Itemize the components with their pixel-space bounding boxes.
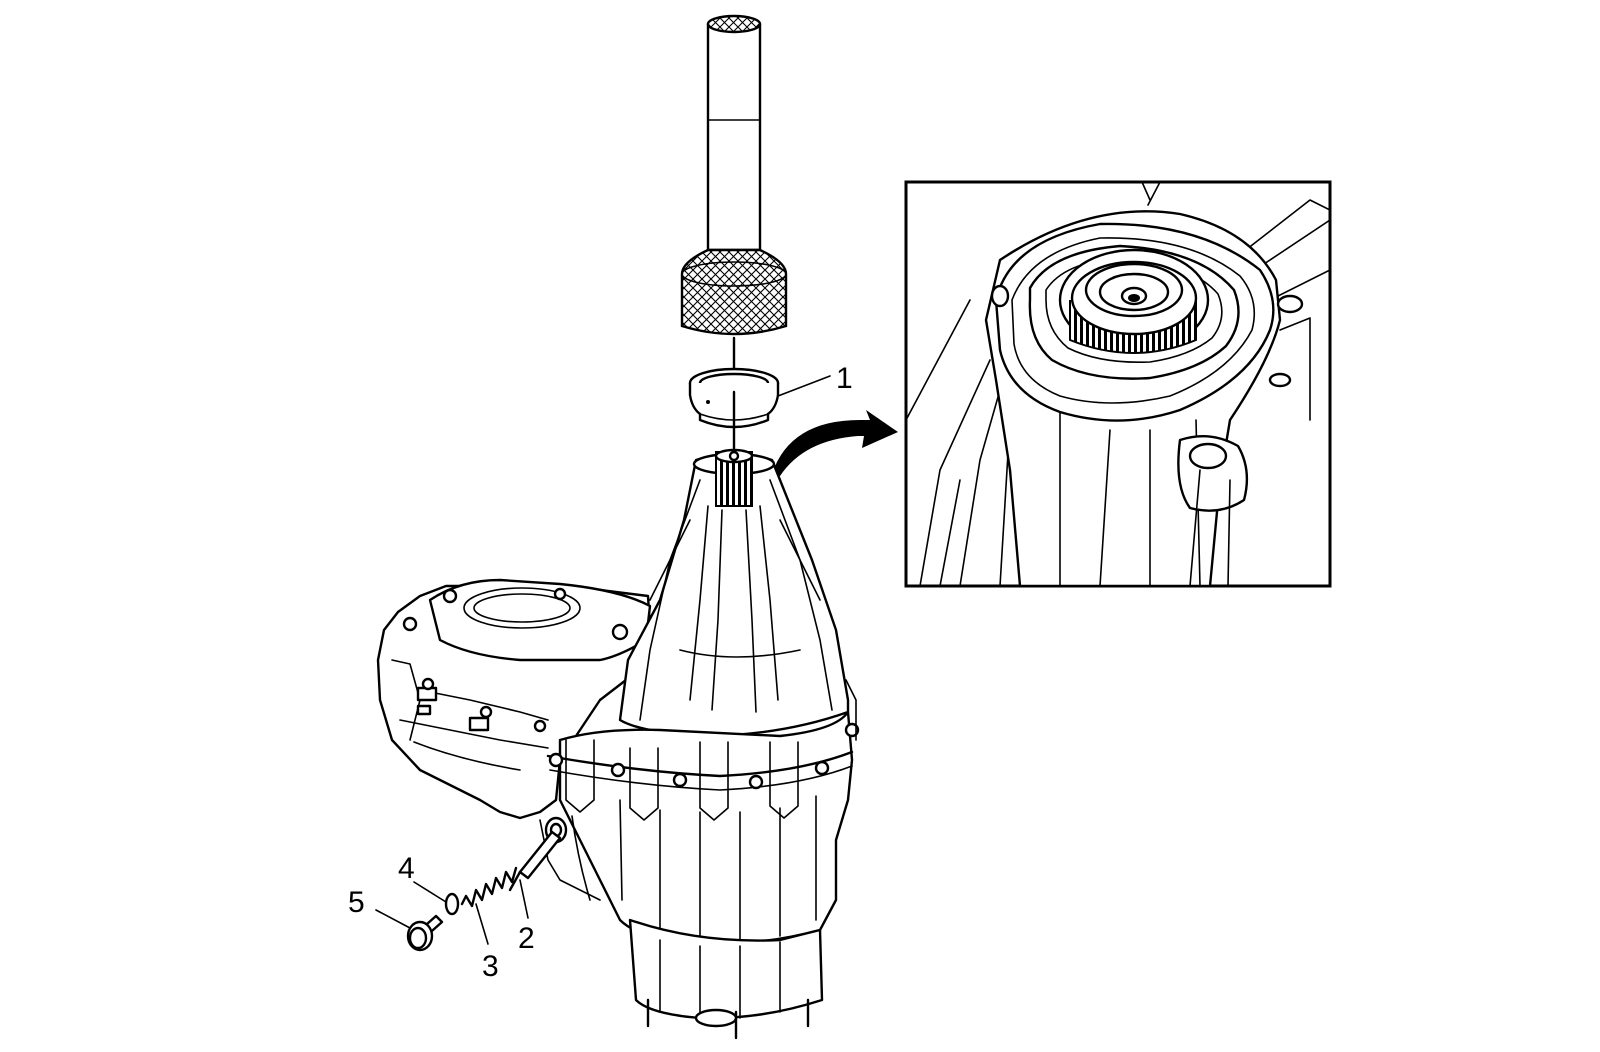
seal-installed-detail-icon <box>904 180 1332 588</box>
detent-plug-icon <box>406 914 444 952</box>
transfer-case-assembly-icon <box>376 448 860 1040</box>
callout-2-label: 2 <box>518 922 535 955</box>
callout-3-leader <box>475 903 489 945</box>
callout-1-leader <box>777 375 831 397</box>
detent-plunger-icon <box>508 830 562 892</box>
callout-5-leader <box>375 909 411 929</box>
detent-spring-icon <box>460 866 518 908</box>
output-shaft-seal-icon <box>688 367 780 458</box>
curved-arrow-icon <box>772 410 898 476</box>
callout-5-label: 5 <box>348 886 365 919</box>
callout-4-label: 4 <box>398 852 415 885</box>
seal-installer-tool-icon <box>680 14 788 380</box>
callout-4-leader <box>413 881 447 903</box>
callout-1-label: 1 <box>836 362 853 395</box>
callout-3-label: 3 <box>482 950 499 983</box>
callout-2-leader <box>519 879 529 919</box>
o-ring-icon <box>444 892 460 916</box>
